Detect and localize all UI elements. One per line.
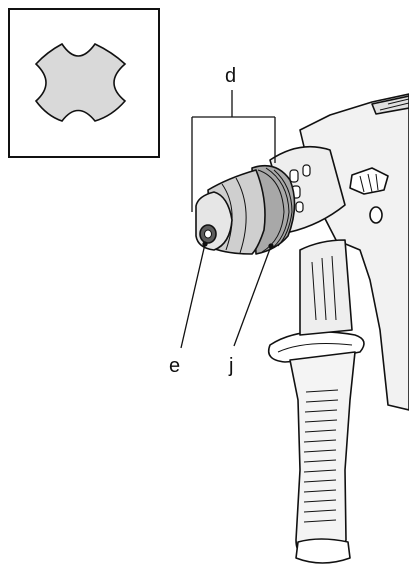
side-handle — [267, 239, 365, 564]
shank-cross-section-icon — [34, 42, 127, 122]
chuck-assembly — [195, 164, 296, 255]
callout-e-label: e — [169, 355, 180, 377]
callout-e — [180, 241, 208, 349]
callout-d — [191, 90, 276, 212]
callout-j-label: j — [228, 355, 233, 377]
callout-d-label: d — [225, 65, 236, 87]
callout-j — [233, 243, 274, 347]
inset-panel — [8, 8, 160, 158]
